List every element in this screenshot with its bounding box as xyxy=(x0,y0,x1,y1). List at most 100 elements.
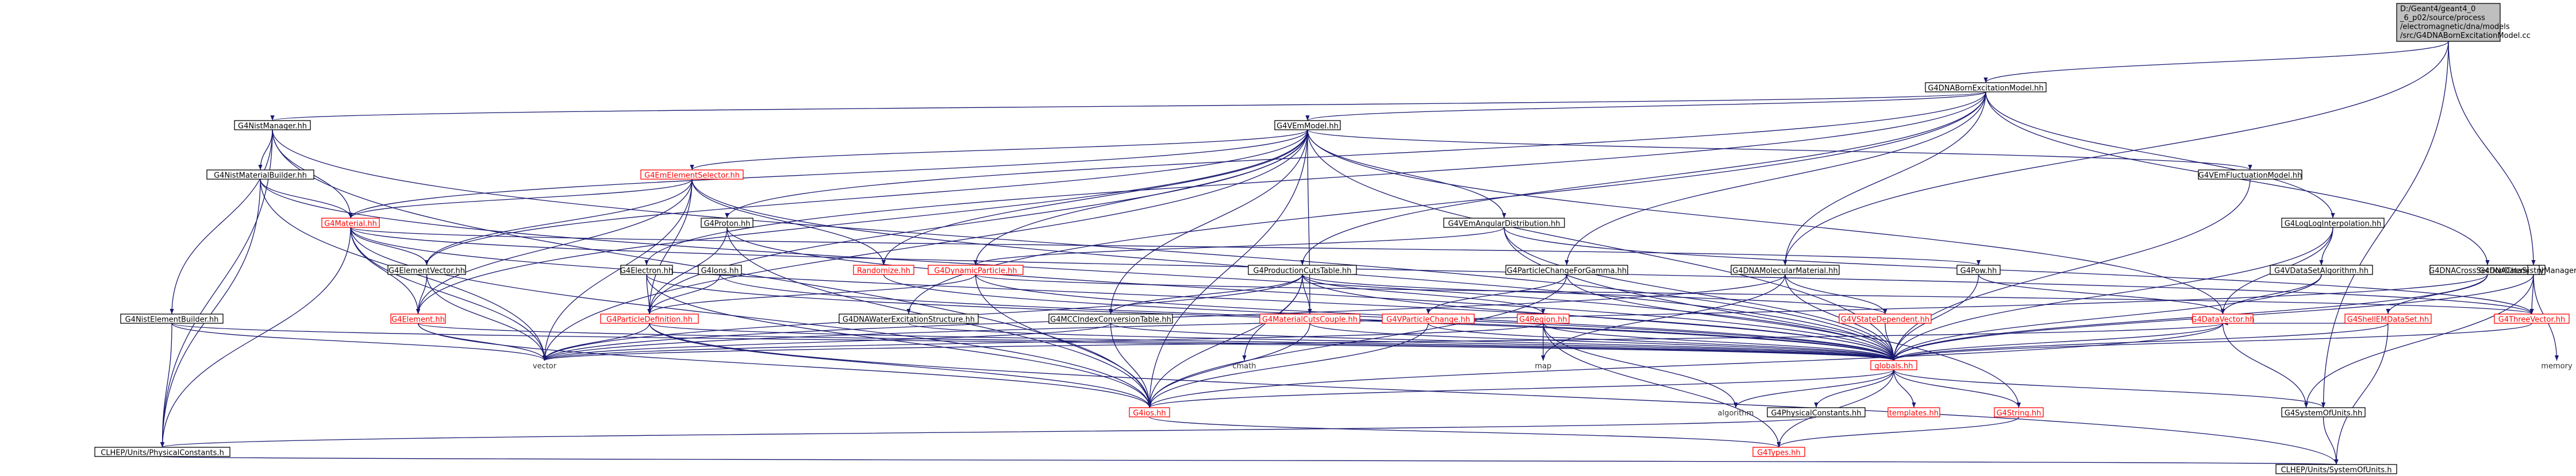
edge-shellemdata-to-globals xyxy=(1891,323,2389,361)
node-box-clhepphys xyxy=(94,447,230,457)
edge-vemmodel-to-elemvector xyxy=(424,129,1308,266)
node-partdef[interactable]: G4ParticleDefinition.hh xyxy=(600,314,699,324)
node-mcccut[interactable]: G4MCCIndexConversionTable.hh xyxy=(1048,314,1173,324)
edge-bornexc_hh-to-electron xyxy=(644,91,1986,266)
edge-g4string-to-g4types xyxy=(1777,416,2020,448)
edge-vemmodel-to-datavector xyxy=(1307,129,2225,315)
node-loglog[interactable]: G4LogLogInterpolation.hh xyxy=(2281,218,2385,229)
node-vdatasetalg[interactable]: G4VDataSetAlgorithm.hh xyxy=(2270,265,2373,276)
edge-prodcuts-to-mcccut xyxy=(1108,274,1303,315)
node-box-randomize xyxy=(853,265,914,275)
node-bornexc_hh[interactable]: G4DNABornExcitationModel.hh xyxy=(1925,82,2047,93)
node-templates[interactable]: templates.hh xyxy=(1887,407,1940,418)
node-nistelem[interactable]: G4NistElementBuilder.hh xyxy=(120,314,224,324)
node-datavector[interactable]: G4DataVector.hh xyxy=(2191,314,2255,324)
node-vstatedep[interactable]: G4VStateDependent.hh xyxy=(1839,314,1932,324)
edge-material-to-clhepphys xyxy=(160,227,351,448)
node-box-bornexc_hh xyxy=(1925,82,2047,92)
node-physconst[interactable]: G4PhysicalConstants.hh xyxy=(1767,407,1866,418)
node-label-g4ios: G4ios.hh xyxy=(1133,409,1166,418)
edge-vpartchange-to-globals xyxy=(1428,323,1896,361)
node-box-dnawaterexc xyxy=(839,314,979,324)
node-label-nistelem: G4NistElementBuilder.hh xyxy=(125,316,219,324)
edge-nistelem-to-vector xyxy=(171,323,547,361)
edge-vemfluct-to-globals xyxy=(1891,179,2251,361)
node-box-g4types xyxy=(1752,447,1805,457)
edge-emelemselector-to-elemvector xyxy=(424,179,693,266)
node-g4types[interactable]: G4Types.hh xyxy=(1752,447,1805,458)
node-shellemdata[interactable]: G4ShellEMDataSet.hh xyxy=(2344,314,2432,324)
node-label-memory: memory xyxy=(2541,362,2573,371)
node-threevector[interactable]: G4ThreeVector.hh xyxy=(2494,314,2570,324)
node-material[interactable]: G4Material.hh xyxy=(321,218,380,229)
edge-nistmanager-to-nistelem xyxy=(170,129,273,315)
edge-elemvector-to-element xyxy=(416,274,428,315)
edge-bornexc_hh-to-nistmanager xyxy=(271,91,1986,121)
node-prodcuts[interactable]: G4ProductionCutsTable.hh xyxy=(1248,265,1357,276)
node-vemmodel[interactable]: G4VEmModel.hh xyxy=(1274,120,1341,131)
node-label-templates: templates.hh xyxy=(1889,409,1939,418)
edge-elemvector-to-vector xyxy=(426,274,547,361)
edge-dnachem-to-fstream xyxy=(2304,274,2534,408)
edge-nistmatbuilder-to-material xyxy=(260,179,353,219)
node-label-threevector: G4ThreeVector.hh xyxy=(2498,316,2565,324)
node-dnawaterexc[interactable]: G4DNAWaterExcitationStructure.hh xyxy=(839,314,979,324)
node-box-nistmanager xyxy=(234,120,311,130)
edge-loglog-to-vdatasetalg xyxy=(2319,227,2333,266)
node-box-datavector xyxy=(2192,314,2254,324)
edge-root-to-dnachem xyxy=(2448,41,2536,266)
node-label-vemfluct: G4VEmFluctuationModel.hh xyxy=(2198,172,2302,180)
edge-vemangular-to-dynparticle xyxy=(974,227,1505,266)
node-vector: vector xyxy=(533,362,557,371)
edge-bornexc_hh-to-vemmodel xyxy=(1305,91,1986,121)
node-g4ios[interactable]: G4ios.hh xyxy=(1129,407,1170,418)
edge-root-to-bornexc_hh xyxy=(1983,41,2449,83)
node-label-dnacsdataset: G4DNACrossSectionDataSet.hh xyxy=(2429,267,2546,276)
edge-globals-to-algorithm xyxy=(1733,369,1894,408)
node-label-dnawaterexc: G4DNAWaterExcitationStructure.hh xyxy=(843,316,975,324)
node-globals[interactable]: globals.hh xyxy=(1870,360,1917,371)
edge-dnamolmat-to-vstatedep xyxy=(1785,274,1887,315)
edge-vemmodel-to-element xyxy=(416,129,1308,315)
node-randomize[interactable]: Randomize.hh xyxy=(853,265,914,276)
node-proton[interactable]: G4Proton.hh xyxy=(701,218,753,229)
node-box-vpartchange xyxy=(1382,314,1475,324)
node-box-threevector xyxy=(2494,314,2570,324)
node-dnachem[interactable]: G4DNAChemistryManager.hh xyxy=(2479,265,2576,276)
node-vpartchange[interactable]: G4VParticleChange.hh xyxy=(1382,314,1475,324)
node-root[interactable]: D:/Geant4/geant4_0_6_p02/source/process/… xyxy=(2396,3,2531,42)
node-clhepphys[interactable]: CLHEP/Units/PhysicalConstants.h xyxy=(94,447,230,458)
node-box-vemfluct xyxy=(2198,169,2302,180)
edge-nistelem-to-clhepphys xyxy=(160,323,172,448)
node-vemangular[interactable]: G4VEmAngularDistribution.hh xyxy=(1443,218,1565,229)
node-sysofunits[interactable]: G4SystemOfUnits.hh xyxy=(2281,407,2366,418)
node-box-prodcuts xyxy=(1248,265,1357,275)
node-fpow[interactable]: G4Pow.hh xyxy=(1956,265,2001,276)
edge-datavector-to-g4ios xyxy=(1147,323,2224,408)
node-ions[interactable]: G4Ions.hh xyxy=(698,265,742,276)
node-region[interactable]: G4Region.hh xyxy=(1517,314,1570,324)
node-pcforgamma[interactable]: G4ParticleChangeForGamma.hh xyxy=(1505,265,1628,276)
node-emelemselector[interactable]: G4EmElementSelector.hh xyxy=(640,169,744,180)
node-nistmatbuilder[interactable]: G4NistMaterialBuilder.hh xyxy=(206,169,314,180)
node-dnacsdataset[interactable]: G4DNACrossSectionDataSet.hh xyxy=(2429,265,2546,276)
node-label-element: G4Element.hh xyxy=(391,316,445,324)
node-box-clhepsys xyxy=(2275,464,2397,474)
node-g4string[interactable]: G4String.hh xyxy=(1994,407,2044,418)
node-element[interactable]: G4Element.hh xyxy=(390,314,446,324)
node-label-vemangular: G4VEmAngularDistribution.hh xyxy=(1448,220,1560,229)
edge-nistmanager-to-clhepphys xyxy=(160,129,273,448)
node-box-pcforgamma xyxy=(1505,265,1628,275)
node-matcutscouple[interactable]: G4MaterialCutsCouple.hh xyxy=(1259,314,1360,324)
node-nistmanager[interactable]: G4NistManager.hh xyxy=(234,120,311,131)
edge-pcforgamma-to-globals xyxy=(1566,274,1896,361)
node-vemfluct[interactable]: G4VEmFluctuationModel.hh xyxy=(2198,169,2302,180)
node-electron[interactable]: G4Electron.hh xyxy=(620,265,673,276)
edge-emelemselector-to-material xyxy=(348,179,693,219)
node-label-nistmatbuilder: G4NistMaterialBuilder.hh xyxy=(214,172,307,180)
node-elemvector[interactable]: G4ElementVector.hh xyxy=(387,265,466,276)
edge-vemmodel-to-vector xyxy=(542,129,1308,361)
node-clhepsys[interactable]: CLHEP/Units/SystemOfUnits.h xyxy=(2275,464,2397,475)
node-dnamolmat[interactable]: G4DNAMolecularMaterial.hh xyxy=(1731,265,1840,276)
node-dynparticle[interactable]: G4DynamicParticle.hh xyxy=(928,265,1024,276)
